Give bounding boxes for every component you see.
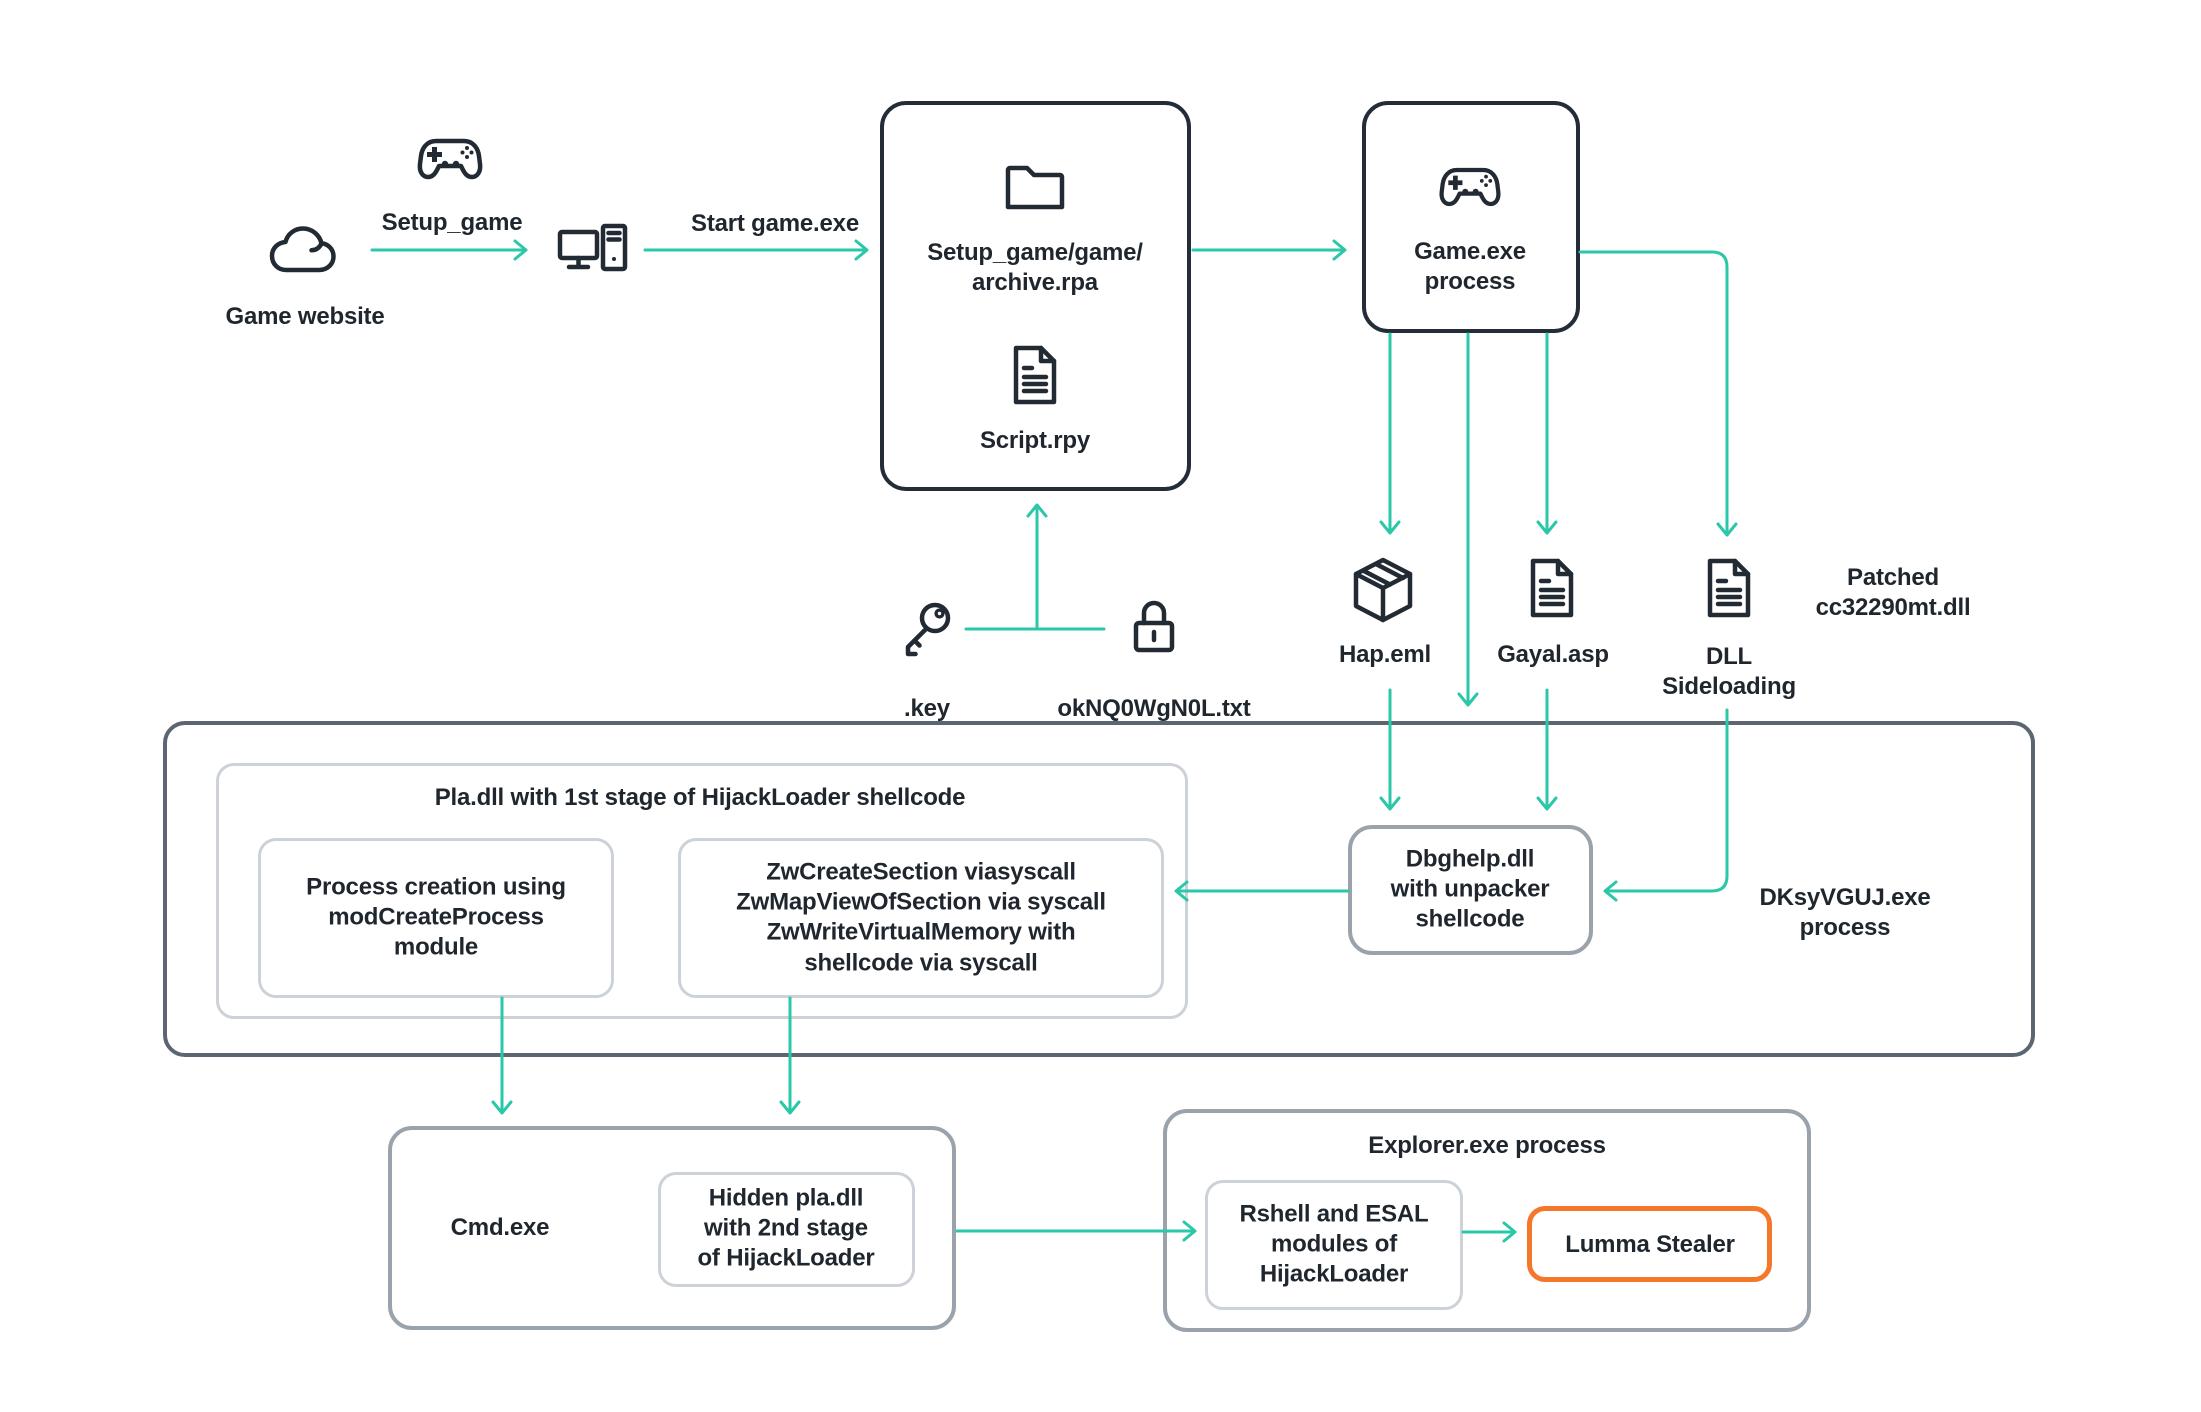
start-game-label: Start game.exe bbox=[691, 209, 859, 237]
computer-icon bbox=[557, 222, 629, 280]
key-label: .key bbox=[904, 694, 950, 722]
dksyvguj-label: DKsyVGUJ.exe process bbox=[1759, 883, 1931, 941]
folder-icon bbox=[1004, 162, 1066, 212]
file-icon bbox=[1527, 557, 1577, 619]
key-icon bbox=[898, 599, 956, 657]
gamepad-icon bbox=[415, 136, 485, 182]
rshell-label: Rshell and ESAL modules of HijackLoader bbox=[1239, 1200, 1429, 1289]
cloud-icon bbox=[265, 223, 341, 277]
script-rpy-label: Script.rpy bbox=[979, 426, 1091, 454]
file-icon bbox=[1704, 557, 1754, 619]
hidden-pla-box bbox=[658, 1172, 915, 1287]
gayal-asp-label: Gayal.asp bbox=[1497, 640, 1609, 668]
game-process-label: Game.exe process bbox=[1414, 237, 1526, 295]
archive-container-box bbox=[880, 101, 1191, 491]
hidden-pla-label: Hidden pla.dll with 2nd stage of HijackL… bbox=[697, 1184, 875, 1273]
pla-stage1-title: Pla.dll with 1st stage of HijackLoader s… bbox=[434, 783, 966, 811]
explorer-process-title: Explorer.exe process bbox=[1368, 1131, 1606, 1159]
game-process-box bbox=[1362, 101, 1580, 333]
lumma-stealer-label: Lumma Stealer bbox=[1565, 1230, 1735, 1258]
file-icon bbox=[1010, 344, 1060, 406]
dbghelp-label: Dbghelp.dll with unpacker shellcode bbox=[1390, 845, 1550, 934]
zw-syscall-box bbox=[678, 838, 1164, 998]
lock-label: okNQ0WgN0L.txt bbox=[1057, 694, 1251, 722]
gamepad-icon bbox=[1437, 165, 1503, 209]
dll-sideloading-label: DLL Sideloading bbox=[1662, 642, 1796, 700]
setup-game-label: Setup_game bbox=[381, 208, 523, 236]
game-website-label: Game website bbox=[225, 302, 385, 330]
lock-icon bbox=[1131, 597, 1177, 655]
dbghelp-box bbox=[1348, 825, 1593, 955]
cmd-label: Cmd.exe bbox=[450, 1213, 550, 1241]
package-icon bbox=[1352, 557, 1414, 623]
zw-syscall-label: ZwCreateSection viasyscall ZwMapViewOfSe… bbox=[736, 858, 1106, 977]
rshell-box bbox=[1205, 1180, 1463, 1310]
patched-dll-label: Patched cc32290mt.dll bbox=[1815, 563, 1971, 621]
process-creation-box bbox=[258, 838, 614, 998]
lumma-stealer-box bbox=[1527, 1206, 1772, 1282]
process-creation-label: Process creation using modCreateProcess … bbox=[306, 873, 566, 962]
archive-path-label: Setup_game/game/ archive.rpa bbox=[927, 238, 1143, 296]
hap-eml-label: Hap.eml bbox=[1339, 640, 1431, 668]
